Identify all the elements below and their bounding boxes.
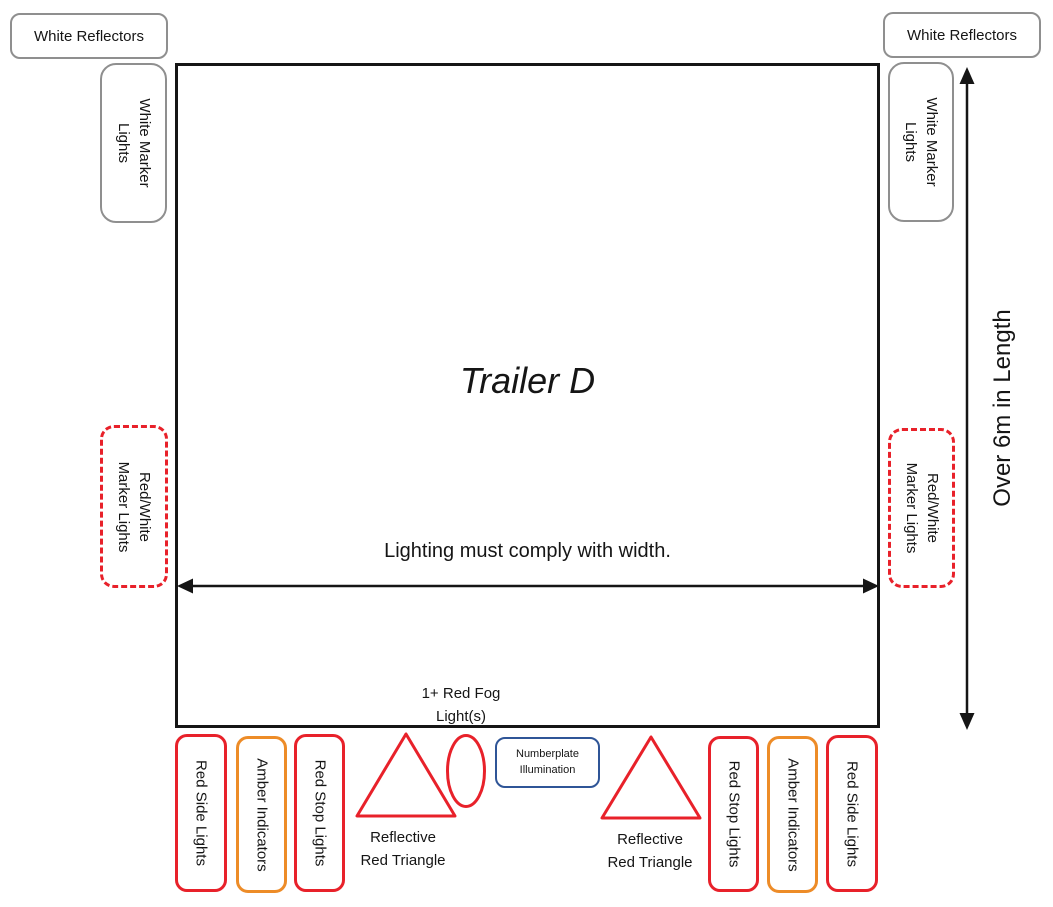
amber-indicators-left-label: Amber Indicators <box>253 757 270 872</box>
white-reflectors-right-label: White Reflectors <box>906 26 1018 44</box>
white-reflectors-right-box: White Reflectors <box>883 12 1041 58</box>
length-note: Over 6m in Length <box>989 309 1016 507</box>
red-side-lights-left-label: Red Side Lights <box>192 760 210 866</box>
reflective-triangle-left <box>355 732 457 818</box>
white-reflectors-left-label: White Reflectors <box>33 27 145 45</box>
amber-indicators-right-label: Amber Indicators <box>784 757 801 872</box>
red-side-lights-left-box: Red Side Lights <box>175 734 227 892</box>
red-white-marker-lights-right-label: Red/White Marker Lights <box>902 462 941 554</box>
red-stop-lights-left-box: Red Stop Lights <box>294 734 345 892</box>
trailer-outline <box>175 63 880 728</box>
length-arrowhead-bottom <box>959 713 975 730</box>
red-fog-light-ellipse <box>446 734 486 808</box>
white-marker-lights-left-label: White Marker Lights <box>114 98 153 188</box>
white-marker-lights-right-label: White Marker Lights <box>902 97 940 187</box>
numberplate-illumination-box: Numberplate Illumination <box>495 737 600 788</box>
red-stop-lights-right-box: Red Stop Lights <box>708 736 759 892</box>
reflective-triangle-right-label: Reflective Red Triangle <box>607 831 693 871</box>
length-arrow <box>959 67 975 730</box>
red-white-marker-lights-right-box: Red/White Marker Lights <box>888 428 955 588</box>
white-reflectors-left-box: White Reflectors <box>10 13 168 59</box>
white-marker-lights-right-box: White Marker Lights <box>888 62 954 222</box>
red-stop-lights-left-label: Red Stop Lights <box>311 759 328 867</box>
amber-indicators-right-box: Amber Indicators <box>767 736 818 893</box>
red-side-lights-right-label: Red Side Lights <box>843 760 861 867</box>
amber-indicators-left-box: Amber Indicators <box>236 736 287 893</box>
white-marker-lights-left-box: White Marker Lights <box>100 63 167 223</box>
red-white-marker-lights-left-label: Red/White Marker Lights <box>115 461 153 552</box>
trailer-title: Trailer D <box>459 360 596 401</box>
reflective-triangle-right <box>600 735 702 820</box>
reflective-triangle-left-label: Reflective Red Triangle <box>360 829 446 869</box>
fog-lights-label: 1+ Red Fog Light(s) <box>421 685 501 726</box>
red-side-lights-right-box: Red Side Lights <box>826 735 878 892</box>
numberplate-illumination-label: Numberplate Illumination <box>516 747 579 776</box>
length-arrowhead-top <box>959 67 975 84</box>
width-note: Lighting must comply with width. <box>384 540 671 562</box>
red-stop-lights-right-label: Red Stop Lights <box>725 760 742 868</box>
red-white-marker-lights-left-box: Red/White Marker Lights <box>100 425 168 588</box>
